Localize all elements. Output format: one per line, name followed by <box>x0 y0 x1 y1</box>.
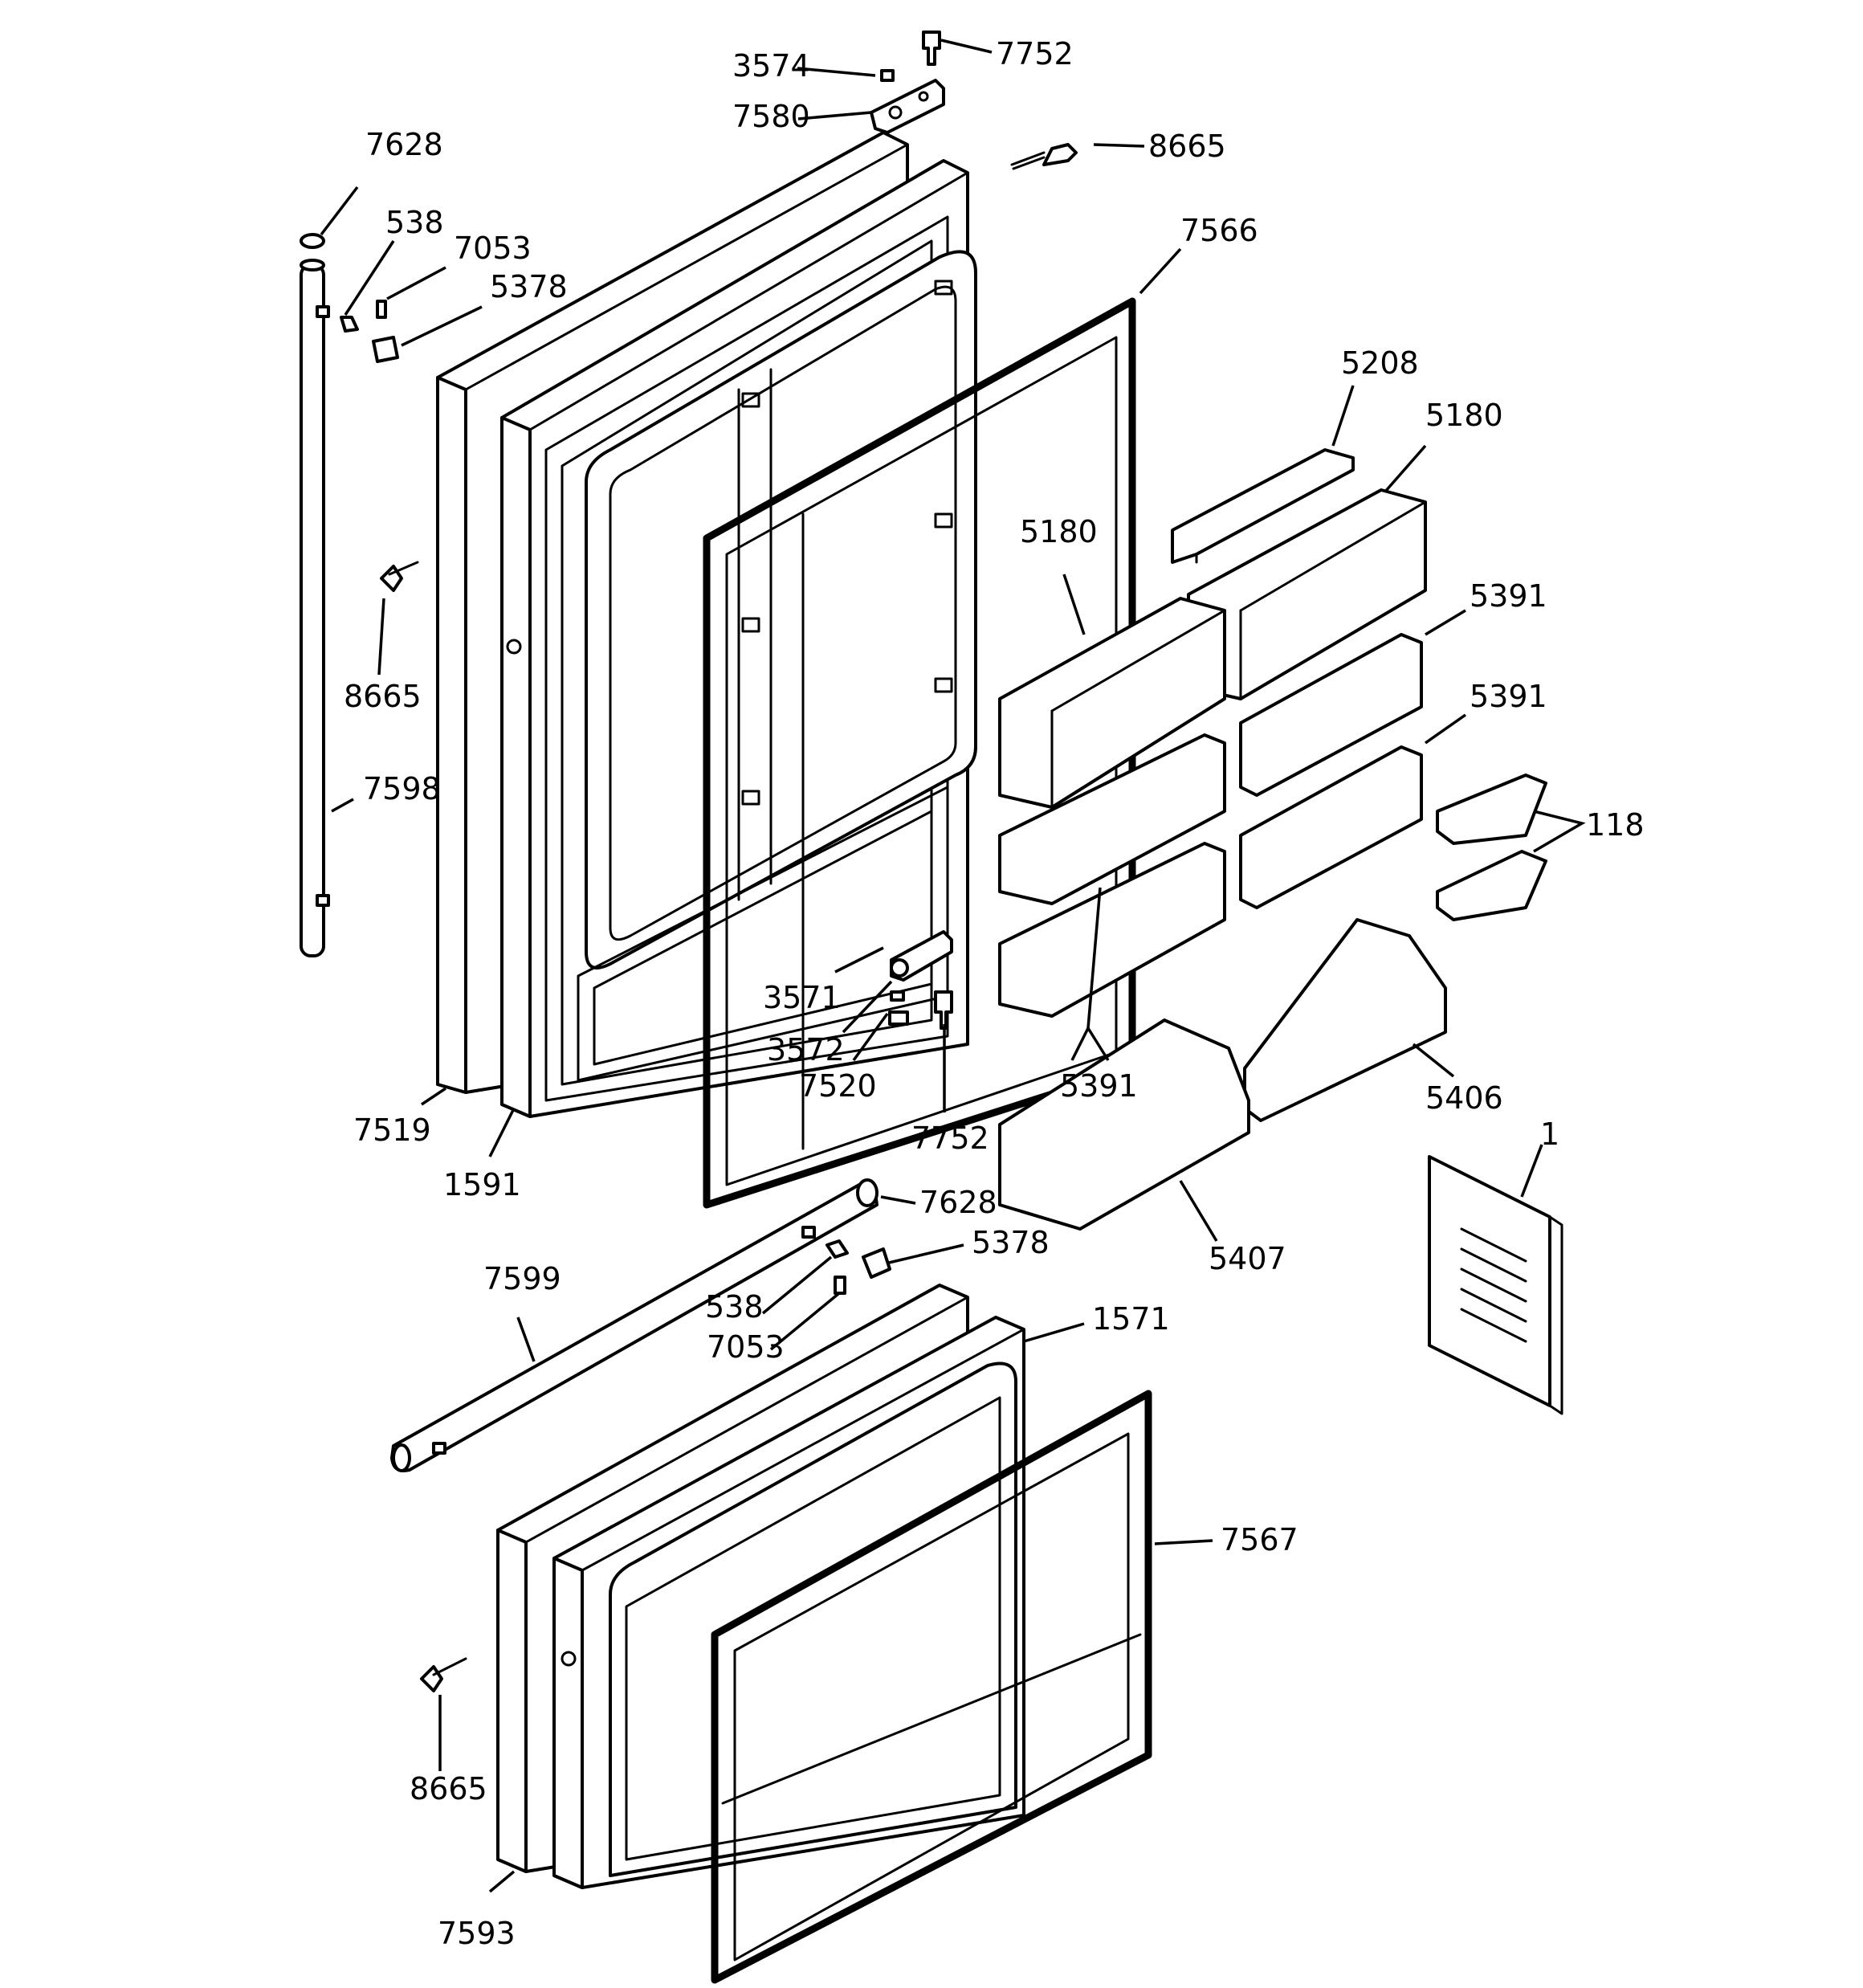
callout-5391-a: 5391 <box>1470 578 1547 614</box>
callout-538-bottom: 538 <box>705 1289 764 1325</box>
callout-7520: 7520 <box>799 1068 877 1104</box>
callout-7628-bottom: 7628 <box>919 1185 997 1220</box>
callout-8665-top: 8665 <box>1148 129 1226 164</box>
fresh-food-door-inner-liner <box>500 159 977 1118</box>
callout-1: 1 <box>1540 1116 1559 1152</box>
callout-5208: 5208 <box>1341 345 1419 381</box>
callout-5378-top: 5378 <box>490 269 568 304</box>
door-shelf-bins-5391 <box>998 633 1423 1018</box>
callout-7598: 7598 <box>363 771 441 806</box>
callout-8665-bottom: 8665 <box>410 1771 487 1806</box>
callout-7053-bottom: 7053 <box>707 1329 785 1365</box>
callout-1571: 1571 <box>1092 1301 1170 1337</box>
leader-lines <box>320 39 1586 1893</box>
callout-7752-top: 7752 <box>996 36 1074 71</box>
callout-5391-c: 5391 <box>1060 1068 1138 1104</box>
callout-5180-left: 5180 <box>1020 514 1098 549</box>
callout-3572: 3572 <box>767 1032 845 1067</box>
callout-118: 118 <box>1586 807 1645 843</box>
callout-3574: 3574 <box>732 48 810 84</box>
dairy-compartment-5208 <box>1171 448 1355 564</box>
callout-7599: 7599 <box>483 1261 561 1296</box>
callout-1591: 1591 <box>443 1167 521 1202</box>
upper-handle-tube <box>300 233 419 957</box>
door-bin-5406 <box>1243 918 1447 1122</box>
callout-7567: 7567 <box>1221 1522 1298 1557</box>
freezer-door-gasket <box>711 1390 1152 1984</box>
callout-8665-left: 8665 <box>344 679 422 714</box>
callout-7580: 7580 <box>732 99 810 134</box>
callout-3571: 3571 <box>763 980 841 1015</box>
egg-trays-118 <box>1436 774 1547 921</box>
door-bin-5407 <box>998 1018 1250 1231</box>
callout-7752-mid: 7752 <box>911 1121 989 1156</box>
lower-handle-tube <box>390 1178 891 1472</box>
callout-5391-b: 5391 <box>1470 679 1547 714</box>
callout-7053-top: 7053 <box>454 231 532 266</box>
dairy-door-5180-left <box>998 597 1226 809</box>
freezer-screw-8665 <box>420 1657 467 1692</box>
top-hinge-assembly <box>870 31 1078 170</box>
hinge-hardware-lower <box>888 930 953 1030</box>
owners-manual <box>1428 1155 1563 1415</box>
callout-5180-right: 5180 <box>1425 398 1503 433</box>
callout-538-top: 538 <box>385 205 444 240</box>
callout-7593: 7593 <box>438 1916 516 1951</box>
callout-7519: 7519 <box>353 1112 431 1148</box>
callout-7566: 7566 <box>1180 213 1258 248</box>
callout-7628-top: 7628 <box>365 127 443 162</box>
callout-5407: 5407 <box>1209 1241 1286 1276</box>
callout-5378-bottom: 5378 <box>972 1225 1050 1260</box>
callout-5406: 5406 <box>1425 1080 1503 1116</box>
